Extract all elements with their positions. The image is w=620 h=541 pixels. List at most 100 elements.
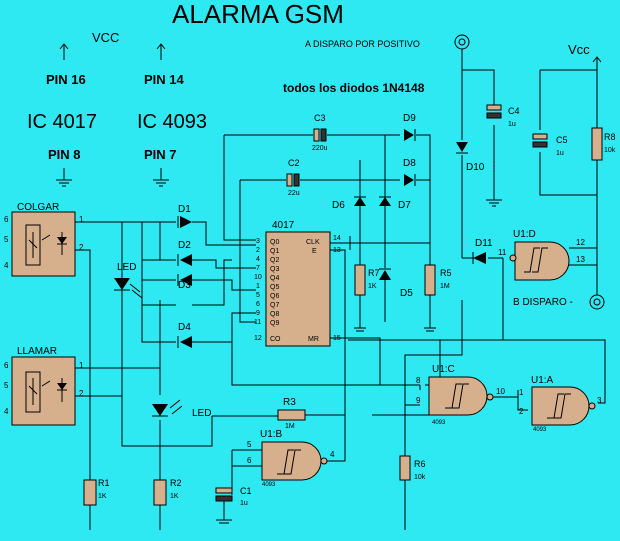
wires-right bbox=[348, 49, 606, 530]
svg-text:4093: 4093 bbox=[533, 427, 547, 433]
svg-text:VCC: VCC bbox=[92, 30, 119, 45]
led-upper: LED bbox=[114, 262, 143, 299]
terminal-a bbox=[454, 34, 470, 50]
svg-text:1u: 1u bbox=[556, 150, 564, 157]
led-lower: LED bbox=[152, 399, 211, 419]
svg-text:220u: 220u bbox=[312, 145, 328, 152]
capacitor-c5: C5 1u bbox=[532, 133, 568, 157]
ic-4017: 4017 Q0 Q1 Q2 Q3 Q4 Q5 Q6 Q7 Q8 Q9 CO CL… bbox=[254, 220, 341, 347]
svg-text:Q3: Q3 bbox=[270, 266, 279, 273]
diode-d1: D1 bbox=[177, 204, 192, 228]
diode-d6: D6 bbox=[332, 196, 366, 211]
svg-text:CLK: CLK bbox=[306, 239, 320, 246]
diode-d3: D3 bbox=[177, 274, 192, 291]
svg-text:D7: D7 bbox=[398, 200, 411, 211]
diode-d9: D9 bbox=[403, 113, 416, 141]
svg-text:Q1: Q1 bbox=[270, 248, 279, 255]
svg-text:5: 5 bbox=[247, 440, 252, 449]
wires-center bbox=[223, 134, 431, 416]
trigger-positive-label: A DISPARO POR POSITIVO bbox=[305, 39, 420, 49]
svg-text:3: 3 bbox=[256, 238, 260, 245]
svg-text:13: 13 bbox=[576, 255, 585, 264]
capacitor-c2: C2 22u bbox=[286, 158, 300, 197]
svg-text:PIN 7: PIN 7 bbox=[144, 147, 177, 162]
svg-text:Q8: Q8 bbox=[270, 311, 279, 318]
svg-text:2: 2 bbox=[79, 243, 84, 252]
svg-text:D11: D11 bbox=[475, 238, 493, 249]
svg-text:Q5: Q5 bbox=[270, 284, 279, 291]
resistor-r7: R7 1K bbox=[354, 264, 380, 332]
svg-text:1M: 1M bbox=[285, 423, 295, 430]
svg-text:1u: 1u bbox=[240, 500, 248, 507]
capacitor-c1: C1 1u bbox=[215, 486, 252, 524]
svg-text:11: 11 bbox=[498, 248, 507, 257]
svg-text:10: 10 bbox=[496, 387, 505, 396]
svg-text:7: 7 bbox=[256, 265, 260, 272]
resistor-r8: R8 10k bbox=[591, 127, 616, 161]
svg-text:U1:A: U1:A bbox=[531, 375, 554, 386]
resistor-r5: R5 1M bbox=[424, 264, 452, 332]
svg-text:10: 10 bbox=[254, 274, 262, 281]
svg-text:PIN 16: PIN 16 bbox=[46, 72, 86, 87]
wires-left bbox=[75, 221, 256, 530]
svg-text:1: 1 bbox=[256, 283, 260, 290]
svg-text:R8: R8 bbox=[604, 132, 616, 142]
trigger-negative-label: B DISPARO - bbox=[513, 297, 573, 308]
svg-text:2: 2 bbox=[519, 407, 524, 416]
svg-text:C2: C2 bbox=[288, 158, 300, 168]
svg-text:1K: 1K bbox=[98, 493, 107, 500]
svg-text:MR: MR bbox=[308, 336, 319, 343]
svg-text:IC 4093: IC 4093 bbox=[137, 111, 207, 133]
svg-text:R2: R2 bbox=[170, 478, 182, 488]
svg-text:1K: 1K bbox=[368, 283, 377, 290]
svg-text:1: 1 bbox=[79, 215, 84, 224]
diode-d5: D5 bbox=[379, 268, 413, 299]
gate-u1c: U1:C 8 9 10 4093 bbox=[416, 364, 505, 426]
svg-text:LED: LED bbox=[117, 262, 136, 273]
svg-text:D4: D4 bbox=[178, 322, 191, 333]
svg-text:Q7: Q7 bbox=[270, 302, 279, 309]
svg-text:Q6: Q6 bbox=[270, 293, 279, 300]
diode-d7: D7 bbox=[379, 196, 411, 211]
svg-text:D9: D9 bbox=[403, 113, 416, 124]
svg-text:1: 1 bbox=[79, 361, 84, 370]
svg-text:D1: D1 bbox=[178, 204, 191, 215]
svg-text:D2: D2 bbox=[178, 240, 191, 251]
svg-text:6: 6 bbox=[256, 301, 260, 308]
svg-text:C3: C3 bbox=[314, 113, 326, 123]
svg-text:1: 1 bbox=[519, 388, 524, 397]
svg-text:9: 9 bbox=[256, 310, 260, 317]
svg-text:4017: 4017 bbox=[272, 220, 295, 231]
svg-text:1M: 1M bbox=[440, 283, 450, 290]
svg-text:R5: R5 bbox=[440, 268, 452, 278]
svg-text:22u: 22u bbox=[288, 190, 300, 197]
svg-text:12: 12 bbox=[576, 238, 585, 247]
svg-text:12: 12 bbox=[254, 335, 262, 342]
diode-d11: D11 bbox=[472, 238, 493, 264]
svg-text:COLGAR: COLGAR bbox=[17, 202, 59, 213]
svg-text:3: 3 bbox=[597, 396, 602, 405]
schematic-title: ALARMA GSM bbox=[172, 0, 344, 29]
svg-text:LLAMAR: LLAMAR bbox=[17, 346, 57, 357]
svg-text:Q0: Q0 bbox=[270, 239, 279, 246]
svg-text:6: 6 bbox=[4, 361, 9, 370]
svg-text:Q9: Q9 bbox=[270, 320, 279, 327]
svg-text:D6: D6 bbox=[332, 200, 345, 211]
svg-text:10k: 10k bbox=[604, 147, 616, 154]
svg-text:R7: R7 bbox=[368, 268, 380, 278]
svg-text:U1:C: U1:C bbox=[432, 364, 455, 375]
svg-text:D3: D3 bbox=[178, 280, 191, 291]
svg-text:IC 4017: IC 4017 bbox=[27, 111, 97, 133]
resistor-r2: R2 1K bbox=[153, 478, 182, 506]
svg-text:9: 9 bbox=[416, 396, 421, 405]
svg-text:C5: C5 bbox=[556, 135, 568, 145]
svg-text:D5: D5 bbox=[400, 288, 413, 299]
diode-d10: D10 bbox=[456, 142, 485, 173]
resistor-r3: R3 1M bbox=[212, 397, 345, 430]
diode-note: todos los diodos 1N4148 bbox=[283, 81, 425, 95]
svg-text:R3: R3 bbox=[283, 397, 296, 408]
svg-text:Vcc: Vcc bbox=[568, 42, 590, 57]
svg-text:5: 5 bbox=[256, 292, 260, 299]
svg-text:U1:D: U1:D bbox=[513, 229, 536, 240]
